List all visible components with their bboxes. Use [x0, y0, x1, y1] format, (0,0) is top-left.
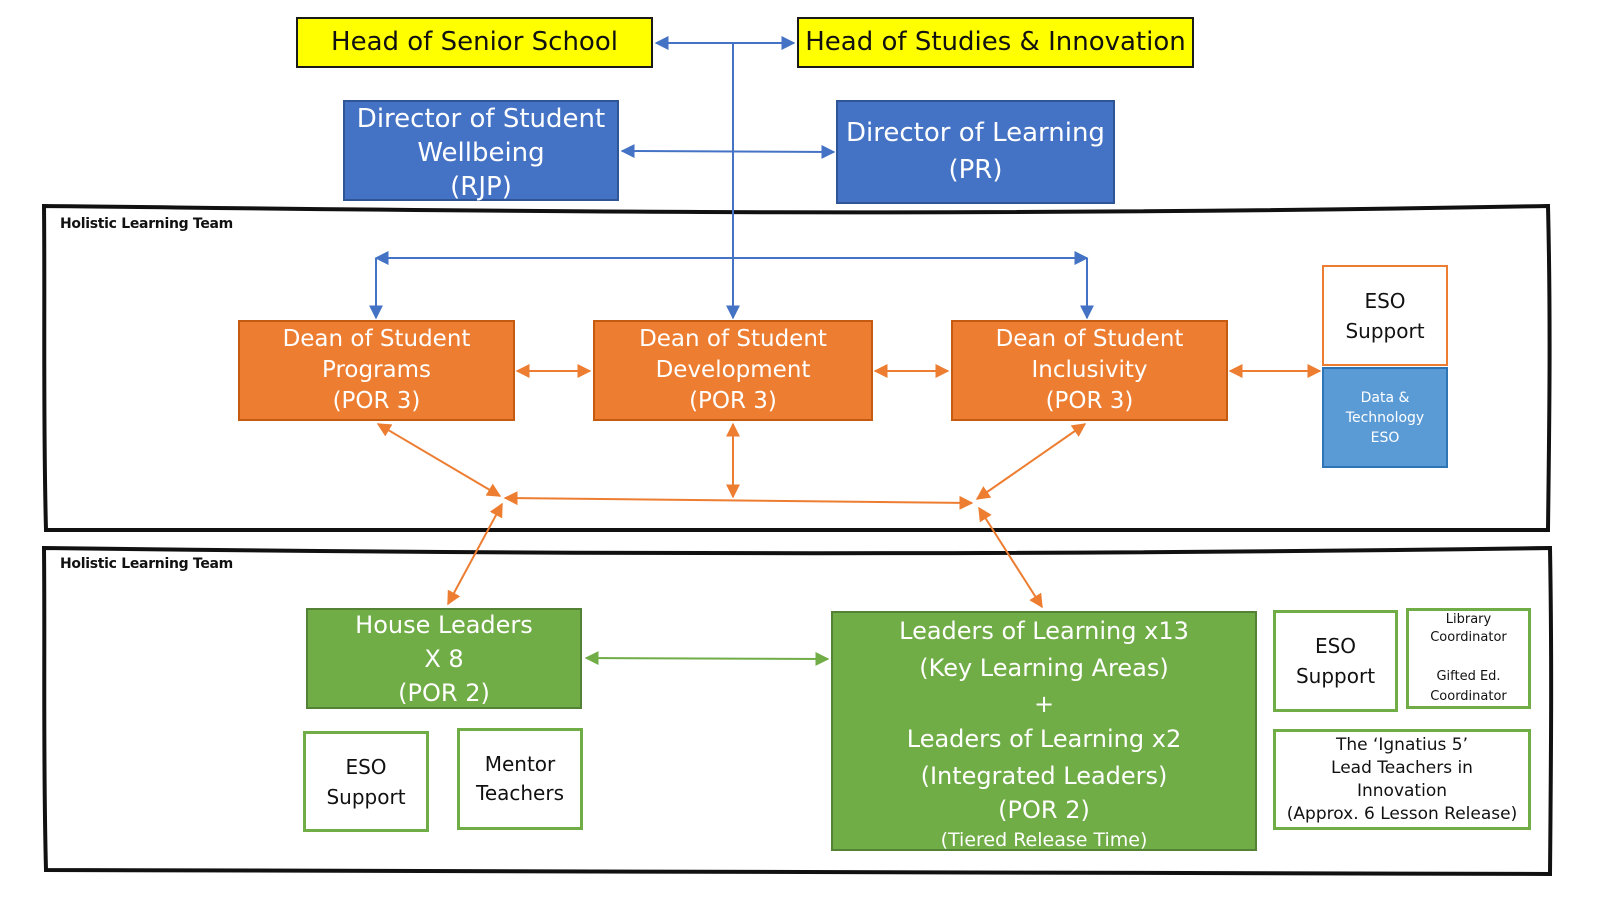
bottom-team-frame [41, 545, 1554, 877]
eso-support-house-box: ESO Support [303, 731, 429, 832]
eso-top-line-1: ESO [1364, 288, 1406, 313]
house-leaders-line-3: (POR 2) [398, 678, 490, 707]
director-learning-line-2: (PR) [948, 155, 1003, 185]
head-senior-label: Head of Senior School [331, 27, 618, 58]
dean-programs-line-2: Programs [321, 357, 432, 383]
top-team-label: Holistic Learning Team [60, 216, 233, 232]
data-tech-line-1: Data & [1360, 389, 1410, 406]
data-tech-line-3: ESO [1370, 429, 1400, 446]
director-learning-box: Director of Learning (PR) [836, 100, 1115, 204]
bottom-team-label: Holistic Learning Team [60, 556, 233, 572]
director-wellbeing-line-3: (RJP) [450, 172, 512, 202]
dean-development-line-3: (POR 3) [689, 388, 777, 414]
arrow-programs-hub [376, 423, 502, 497]
eso-house-line-2: Support [326, 784, 406, 809]
mentor-line-2: Teachers [476, 781, 564, 805]
dean-programs-line-3: (POR 3) [332, 388, 421, 414]
mentor-teachers-box: Mentor Teachers [457, 728, 583, 830]
eso-support-top-box: ESO Support [1322, 265, 1448, 366]
head-studies-label: Head of Studies & Innovation [805, 27, 1186, 58]
leaders-learning-line-7: (Tiered Release Time) [940, 829, 1148, 851]
data-tech-line-2: Technology [1345, 409, 1425, 426]
top-team-frame [41, 203, 1552, 533]
director-wellbeing-line-1: Director of Student [356, 104, 606, 134]
arrow-directors-link [620, 144, 836, 159]
eso-br-line-1: ESO [1314, 634, 1357, 658]
ignatius-five-box: The ‘Ignatius 5’ Lead Teachers in Innova… [1273, 729, 1531, 830]
director-wellbeing-box: Director of Student Wellbeing (RJP) [343, 100, 619, 202]
director-learning-line-1: Director of Learning [846, 118, 1105, 148]
dean-inclusivity-line-3: (POR 3) [1045, 388, 1134, 414]
ignatius-line-2: Lead Teachers in [1331, 757, 1473, 778]
leaders-learning-line-3: + [1033, 690, 1055, 718]
dean-inclusivity-line-1: Dean of Student [995, 326, 1184, 352]
director-wellbeing-line-2: Wellbeing [417, 138, 545, 168]
ignatius-line-3: Innovation [1356, 780, 1447, 801]
dean-development-line-2: Development [655, 357, 811, 383]
eso-house-line-1: ESO [345, 754, 387, 779]
arrow-house-leaders [584, 651, 830, 666]
library-line-1: Library [1445, 611, 1492, 627]
house-leaders-line-1: House Leaders [355, 610, 533, 639]
mentor-line-1: Mentor [484, 752, 556, 776]
head-of-senior-school-box: Head of Senior School [296, 17, 653, 68]
house-leaders-line-2: X 8 [424, 644, 464, 673]
arrow-hub-line [503, 491, 974, 510]
dean-programs-line-1: Dean of Student [282, 326, 471, 352]
library-line-2: Coordinator [1430, 629, 1507, 645]
dean-inclusivity-line-2: Inclusivity [1031, 357, 1148, 383]
leaders-learning-line-6: (POR 2) [998, 796, 1090, 824]
dean-inclusivity-box: Dean of Student Inclusivity (POR 3) [951, 320, 1228, 421]
leaders-learning-line-5: (Integrated Leaders) [920, 762, 1168, 790]
eso-top-line-2: Support [1345, 318, 1425, 343]
eso-support-bottom-right-box: ESO Support [1273, 610, 1398, 712]
eso-br-line-2: Support [1295, 664, 1376, 688]
ignatius-line-1: The ‘Ignatius 5’ [1335, 734, 1469, 755]
head-of-studies-box: Head of Studies & Innovation [797, 17, 1194, 68]
leaders-learning-line-4: Leaders of Learning x2 [906, 725, 1182, 753]
leaders-learning-line-2: (Key Learning Areas) [919, 654, 1169, 682]
arrow-inclusivity-hub [975, 423, 1087, 500]
dean-development-box: Dean of Student Development (POR 3) [593, 320, 873, 421]
leaders-of-learning-box: Leaders of Learning x13 (Key Learning Ar… [831, 611, 1257, 851]
leaders-learning-line-1: Leaders of Learning x13 [899, 617, 1189, 645]
house-leaders-box: House Leaders X 8 (POR 2) [306, 608, 582, 709]
dean-development-line-1: Dean of Student [639, 326, 827, 352]
dean-programs-box: Dean of Student Programs (POR 3) [238, 320, 515, 421]
gifted-line-1: Gifted Ed. [1436, 668, 1501, 684]
ignatius-line-4: (Approx. 6 Lesson Release) [1286, 803, 1518, 824]
gifted-line-2: Coordinator [1430, 688, 1507, 704]
arrow-hub-house [447, 502, 503, 606]
library-gifted-box: Library Coordinator Gifted Ed. Coordinat… [1406, 608, 1531, 709]
data-technology-eso-box: Data & Technology ESO [1322, 367, 1448, 468]
arrow-hub-leaders [978, 506, 1043, 609]
